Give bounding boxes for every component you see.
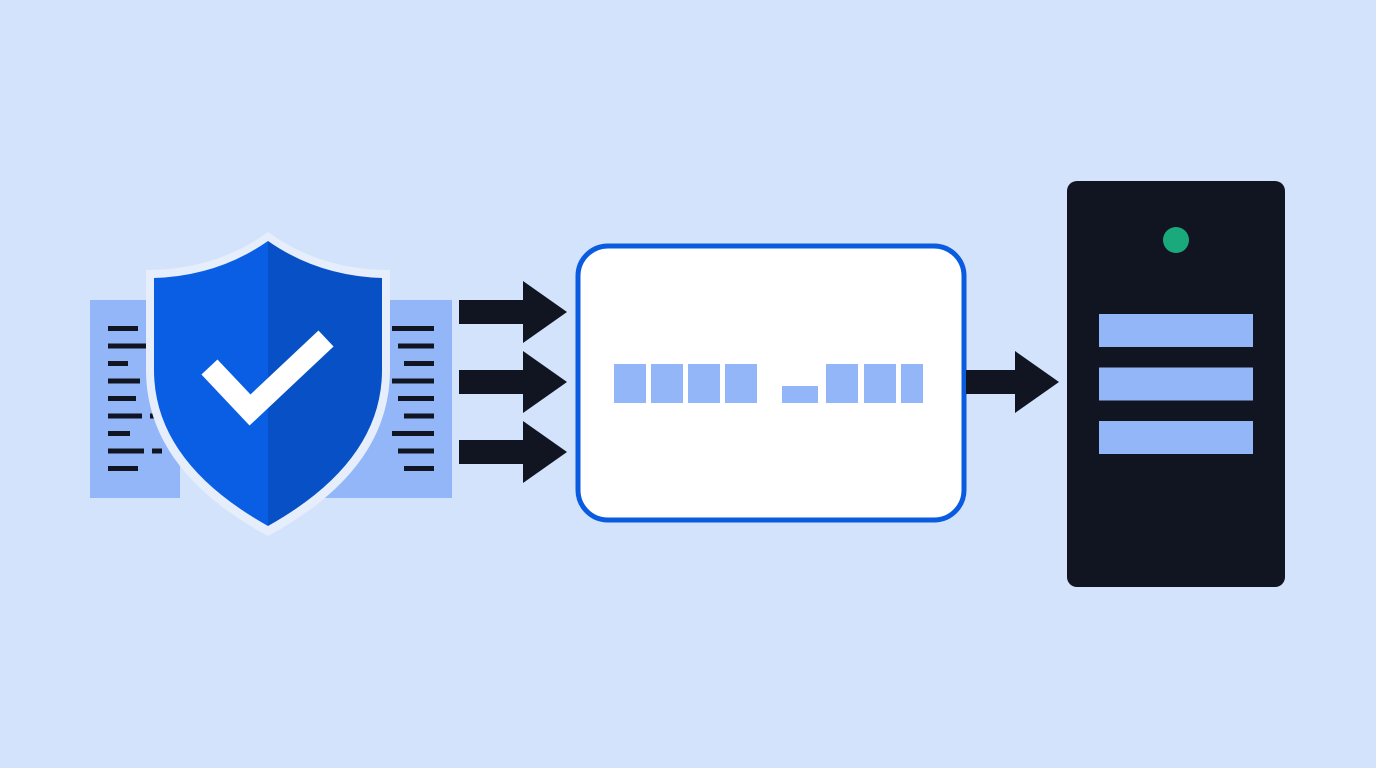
shield-check-icon <box>146 232 390 536</box>
text-line <box>152 448 162 454</box>
placeholder-segment <box>864 364 896 403</box>
text-line <box>398 448 434 454</box>
text-line <box>404 361 434 366</box>
text-line <box>392 378 434 384</box>
text-line <box>108 378 140 384</box>
arrow-right-icon <box>966 351 1059 413</box>
text-line <box>398 343 434 349</box>
arrow-right-icon <box>459 421 567 483</box>
text-line <box>108 431 130 436</box>
server-drive-bar <box>1099 367 1253 401</box>
placeholder-segment <box>725 364 757 403</box>
placeholder-segments <box>614 364 923 403</box>
arrow-right-icon <box>459 351 567 413</box>
server-icon <box>1067 181 1285 587</box>
placeholder-segment <box>826 364 858 403</box>
server-drive-bar <box>1099 421 1253 454</box>
placeholder-segment <box>688 364 720 403</box>
placeholder-segment <box>614 364 646 403</box>
placeholder-segment <box>782 386 818 403</box>
arrow-right-icon <box>459 281 567 343</box>
server-drive-bars <box>1099 314 1253 454</box>
text-line <box>398 396 434 401</box>
text-line <box>108 343 146 349</box>
text-line <box>108 396 136 401</box>
text-line <box>108 466 138 471</box>
output-arrow <box>966 351 1059 413</box>
text-line <box>108 361 128 366</box>
input-arrows <box>459 281 567 483</box>
shield-right-half <box>268 241 382 526</box>
text-line <box>392 431 434 436</box>
text-line <box>108 413 142 419</box>
text-line <box>392 326 434 331</box>
placeholder-segment <box>651 364 683 403</box>
text-line <box>404 466 434 471</box>
checkmark-icon <box>201 330 334 426</box>
processing-box <box>575 243 967 523</box>
text-line <box>108 326 138 331</box>
secure-documents-group <box>90 232 452 536</box>
text-line <box>108 448 144 454</box>
server-status-led <box>1163 227 1189 253</box>
document-text-lines <box>392 326 434 471</box>
placeholder-segment <box>901 364 923 403</box>
server-drive-bar <box>1099 314 1253 347</box>
processing-box-frame <box>575 243 967 523</box>
text-line <box>404 413 434 419</box>
